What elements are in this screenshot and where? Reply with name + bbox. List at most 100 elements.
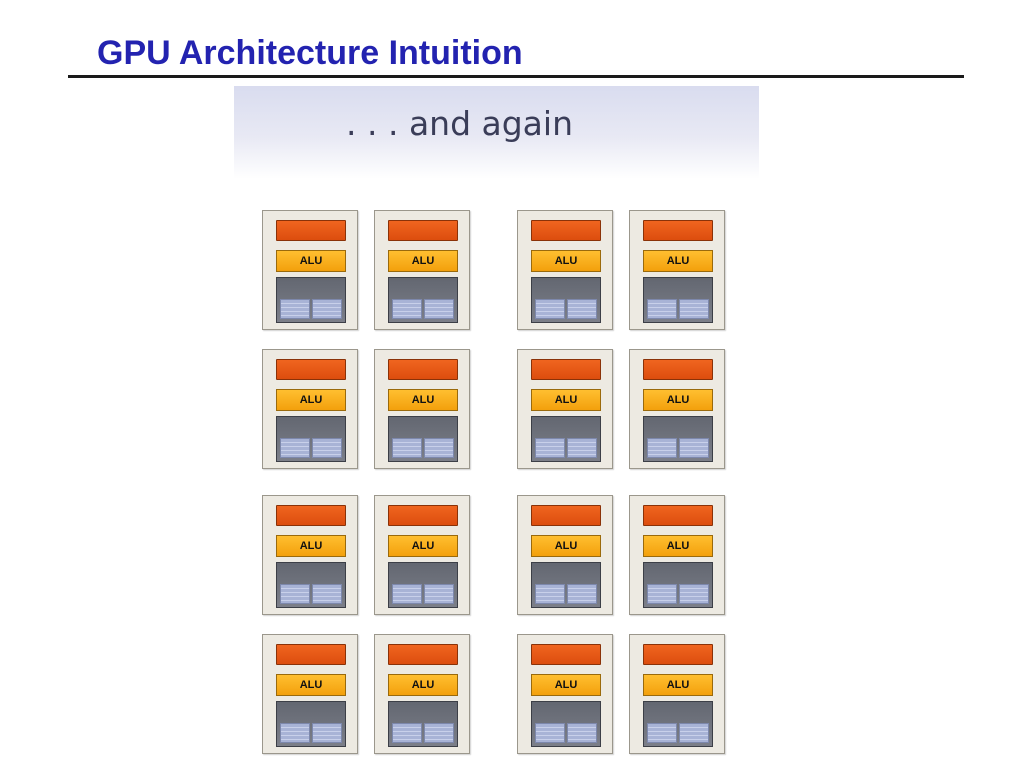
alu-block: ALU: [276, 535, 346, 557]
fetch-decode-block: [388, 220, 458, 241]
register-block: [647, 584, 677, 604]
alu-block: ALU: [643, 389, 713, 411]
alu-block: ALU: [643, 674, 713, 696]
fetch-decode-block: [388, 359, 458, 380]
fetch-decode-block: [531, 644, 601, 665]
register-block: [392, 584, 422, 604]
alu-block: ALU: [276, 674, 346, 696]
register-block: [535, 723, 565, 743]
alu-block: ALU: [531, 674, 601, 696]
fetch-decode-block: [643, 359, 713, 380]
title-underline: [68, 75, 964, 78]
shader-core: ALU: [517, 495, 613, 615]
execution-context-block: [276, 277, 346, 323]
fetch-decode-block: [531, 220, 601, 241]
execution-context-block: [643, 701, 713, 747]
register-block: [535, 584, 565, 604]
fetch-decode-block: [276, 644, 346, 665]
execution-context-block: [643, 562, 713, 608]
shader-core: ALU: [374, 349, 470, 469]
shader-core: ALU: [629, 634, 725, 754]
alu-block: ALU: [388, 535, 458, 557]
shader-core: ALU: [629, 349, 725, 469]
register-block: [312, 438, 342, 458]
register-block: [280, 584, 310, 604]
register-block: [424, 584, 454, 604]
alu-block: ALU: [643, 535, 713, 557]
alu-block: ALU: [531, 250, 601, 272]
execution-context-block: [276, 416, 346, 462]
register-block: [535, 299, 565, 319]
register-block: [535, 438, 565, 458]
alu-block: ALU: [388, 674, 458, 696]
register-block: [280, 723, 310, 743]
execution-context-block: [276, 562, 346, 608]
shader-core: ALU: [262, 210, 358, 330]
shader-core: ALU: [262, 634, 358, 754]
shader-core: ALU: [374, 210, 470, 330]
register-block: [679, 438, 709, 458]
shader-core: ALU: [629, 495, 725, 615]
register-block: [679, 299, 709, 319]
execution-context-block: [388, 701, 458, 747]
fetch-decode-block: [643, 505, 713, 526]
shader-core: ALU: [374, 634, 470, 754]
register-block: [392, 299, 422, 319]
fetch-decode-block: [276, 359, 346, 380]
register-block: [280, 299, 310, 319]
execution-context-block: [388, 416, 458, 462]
alu-block: ALU: [276, 250, 346, 272]
banner-text: . . . and again: [346, 104, 573, 143]
shader-core: ALU: [262, 495, 358, 615]
banner: . . . and again: [234, 86, 759, 179]
shader-core: ALU: [374, 495, 470, 615]
fetch-decode-block: [276, 220, 346, 241]
fetch-decode-block: [388, 505, 458, 526]
fetch-decode-block: [388, 644, 458, 665]
register-block: [312, 584, 342, 604]
execution-context-block: [531, 701, 601, 747]
slide-title: GPU Architecture Intuition: [97, 34, 523, 72]
alu-block: ALU: [276, 389, 346, 411]
execution-context-block: [388, 277, 458, 323]
execution-context-block: [276, 701, 346, 747]
alu-block: ALU: [531, 535, 601, 557]
alu-block: ALU: [388, 389, 458, 411]
register-block: [424, 723, 454, 743]
register-block: [567, 438, 597, 458]
fetch-decode-block: [276, 505, 346, 526]
alu-block: ALU: [531, 389, 601, 411]
alu-block: ALU: [643, 250, 713, 272]
register-block: [567, 584, 597, 604]
shader-core: ALU: [517, 349, 613, 469]
register-block: [567, 299, 597, 319]
fetch-decode-block: [531, 359, 601, 380]
register-block: [679, 723, 709, 743]
shader-core: ALU: [517, 634, 613, 754]
execution-context-block: [531, 562, 601, 608]
execution-context-block: [531, 416, 601, 462]
shader-core: ALU: [262, 349, 358, 469]
execution-context-block: [388, 562, 458, 608]
fetch-decode-block: [531, 505, 601, 526]
fetch-decode-block: [643, 220, 713, 241]
alu-block: ALU: [388, 250, 458, 272]
register-block: [647, 299, 677, 319]
execution-context-block: [643, 277, 713, 323]
fetch-decode-block: [643, 644, 713, 665]
register-block: [312, 723, 342, 743]
register-block: [392, 723, 422, 743]
register-block: [567, 723, 597, 743]
execution-context-block: [643, 416, 713, 462]
register-block: [424, 299, 454, 319]
execution-context-block: [531, 277, 601, 323]
register-block: [280, 438, 310, 458]
register-block: [312, 299, 342, 319]
register-block: [647, 723, 677, 743]
register-block: [679, 584, 709, 604]
register-block: [424, 438, 454, 458]
shader-core: ALU: [629, 210, 725, 330]
register-block: [647, 438, 677, 458]
shader-core: ALU: [517, 210, 613, 330]
register-block: [392, 438, 422, 458]
